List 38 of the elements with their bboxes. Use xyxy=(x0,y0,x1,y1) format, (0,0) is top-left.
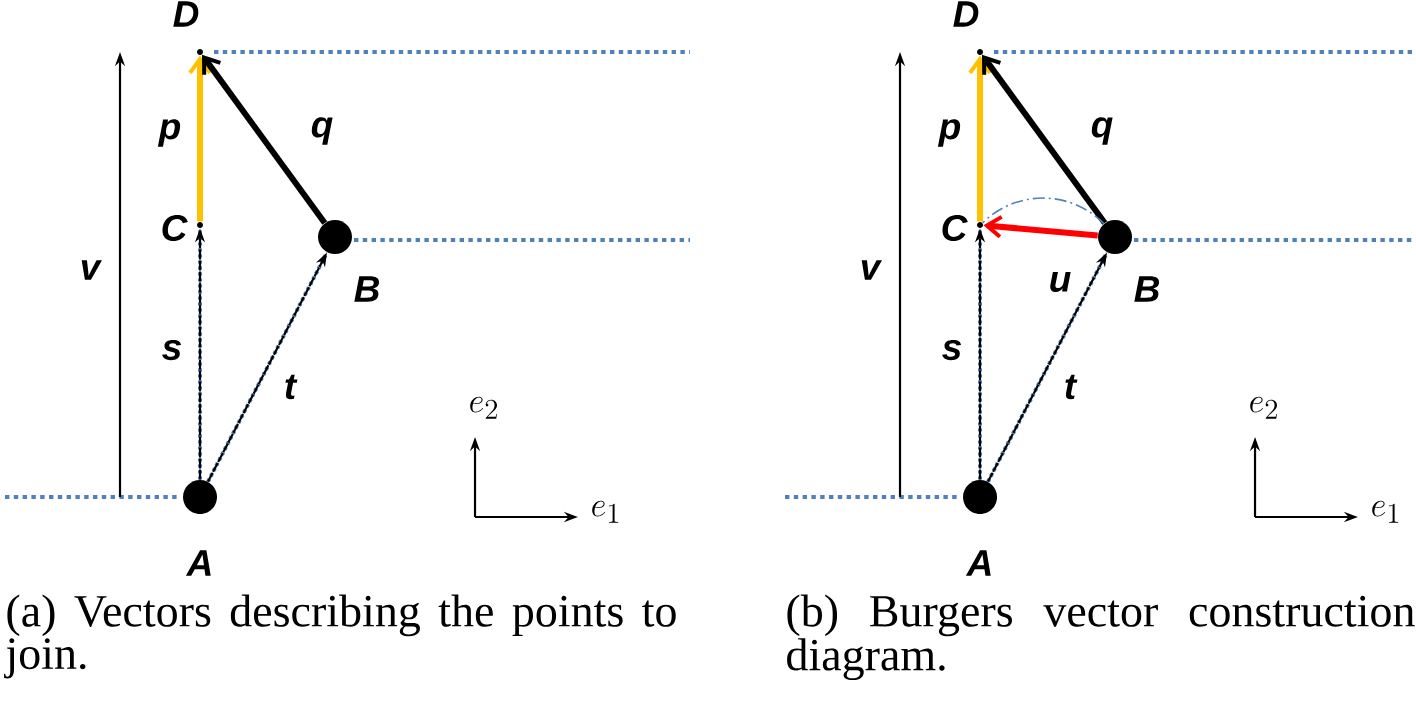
point-marker xyxy=(197,222,203,228)
point-label: D xyxy=(173,1,199,27)
edge-label: s xyxy=(939,337,965,363)
point-dot xyxy=(963,480,997,514)
point-label: B xyxy=(354,276,379,302)
point-marker xyxy=(977,49,983,55)
edge-label: t xyxy=(1061,372,1079,402)
vector-arrow xyxy=(968,55,992,222)
edge-label: p xyxy=(156,117,184,149)
edge-label: s xyxy=(159,337,185,363)
axis-label: $e_1$ xyxy=(592,500,619,523)
point-marker xyxy=(197,49,203,55)
axis-label: $e_2$ xyxy=(1250,396,1277,419)
point-label: A xyxy=(185,550,211,576)
point-dot xyxy=(183,480,217,514)
axis-label: $e_2$ xyxy=(470,396,497,419)
edge-label: u xyxy=(1046,270,1074,294)
caption: (b) Burgers vector construction diagram. xyxy=(787,594,1415,681)
point-marker xyxy=(977,222,983,228)
edge-label: p xyxy=(936,117,964,149)
vector-arrow xyxy=(982,54,1108,225)
edge-label: t xyxy=(281,372,299,402)
point-label: C xyxy=(162,214,188,242)
edge-label: q xyxy=(308,115,336,147)
point-dot xyxy=(318,220,352,254)
caption: (a) Vectors describing the points to join. xyxy=(4,594,676,679)
vector-arrow xyxy=(202,54,328,225)
axis-label: $e_1$ xyxy=(1372,500,1399,523)
vector-arrow xyxy=(188,55,212,222)
point-label: B xyxy=(1134,276,1159,302)
vector-label: v xyxy=(81,260,102,280)
vector-label: v xyxy=(861,260,882,280)
vector-arrow xyxy=(983,215,1098,239)
point-label: D xyxy=(953,1,979,27)
point-dot xyxy=(1098,220,1132,254)
edge-label: q xyxy=(1088,115,1116,147)
point-label: C xyxy=(942,214,968,242)
point-label: A xyxy=(965,550,991,576)
